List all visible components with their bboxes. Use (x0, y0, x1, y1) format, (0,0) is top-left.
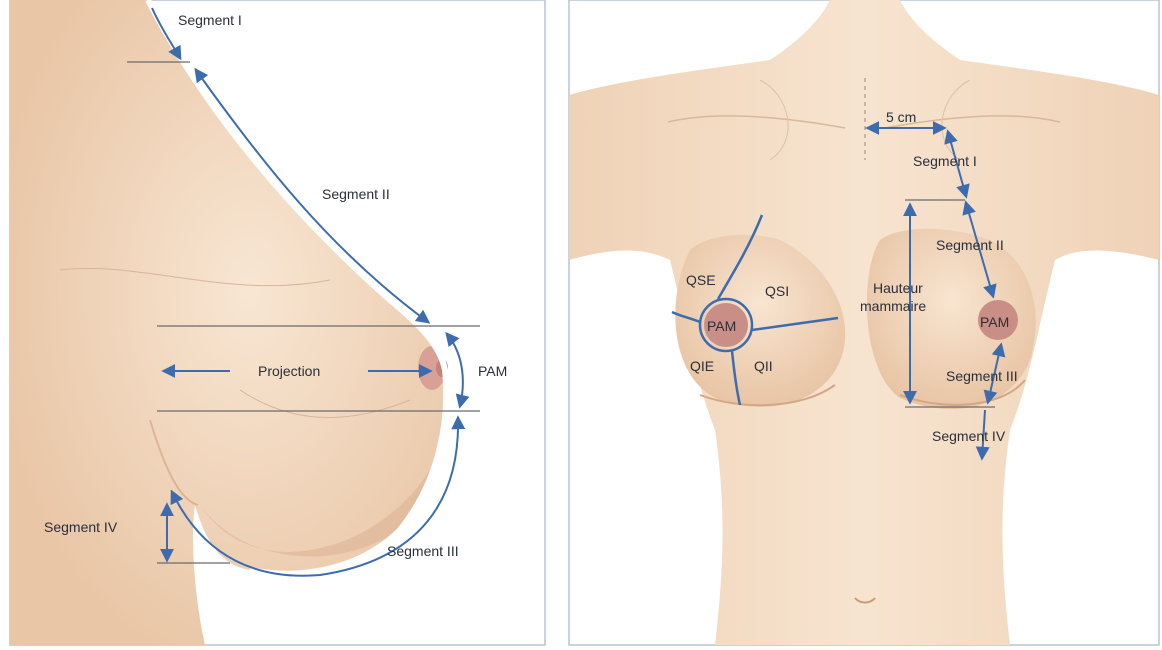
label-segment-4: Segment IV (44, 519, 118, 535)
label-pam-right: PAM (980, 314, 1009, 330)
label-segment-2: Segment II (322, 186, 390, 202)
left-panel-side-view: Segment I Segment II Projection PAM Segm… (10, 0, 545, 645)
label-qsi: QSI (765, 283, 789, 299)
label-qie: QIE (690, 358, 714, 374)
label-mammaire: mammaire (860, 298, 926, 314)
label-front-segment-3: Segment III (946, 368, 1018, 384)
label-pam-left: PAM (707, 318, 736, 334)
label-hauteur: Hauteur (873, 280, 923, 296)
label-5cm: 5 cm (886, 109, 916, 125)
label-qii: QII (754, 358, 773, 374)
label-segment-3: Segment III (387, 543, 459, 559)
label-projection: Projection (258, 363, 320, 379)
label-qse: QSE (686, 272, 716, 288)
label-front-segment-4: Segment IV (932, 428, 1006, 444)
label-front-segment-2: Segment II (936, 237, 1004, 253)
label-segment-1: Segment I (178, 12, 242, 28)
label-front-segment-1: Segment I (913, 153, 977, 169)
right-panel-front-view: 5 cm Segment I Segment II Hauteur mammai… (569, 0, 1159, 645)
label-pam: PAM (478, 363, 507, 379)
